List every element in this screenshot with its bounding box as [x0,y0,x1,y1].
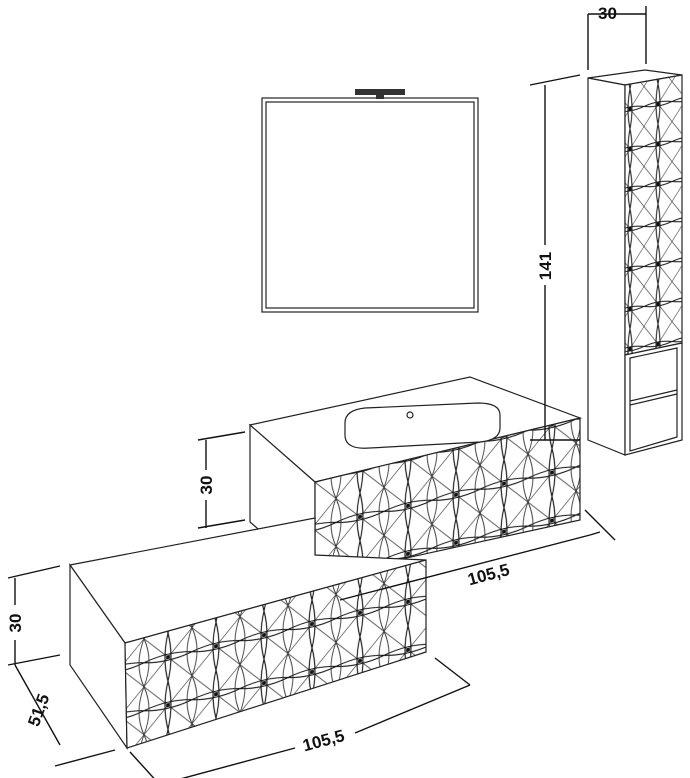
column-height-label: 141 [536,252,555,280]
basin [344,402,501,449]
lower-vanity-depth-label: 51,5 [24,691,53,729]
upper-vanity-height-label: 30 [197,476,216,495]
lower-vanity [68,517,427,750]
lower-vanity-height-label: 30 [6,614,25,633]
upper-vanity-width-label: 105,5 [466,560,512,589]
mirror-light-icon [355,89,405,99]
mirror [261,89,479,313]
column-width-label: 30 [598,4,617,23]
tall-column [587,69,683,456]
dimension-lines [7,6,647,778]
lower-vanity-width-label: 105,5 [301,726,347,755]
